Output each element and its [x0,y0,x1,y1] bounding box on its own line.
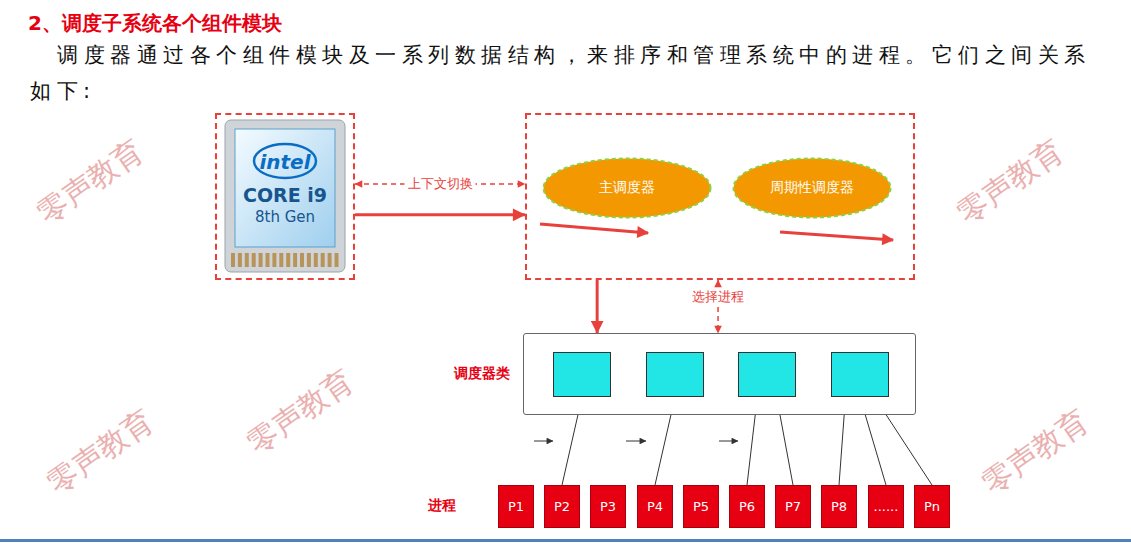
chip-marking: 8th Gen [255,208,315,226]
connector [534,441,553,442]
chip-marking: CORE i9 [243,182,327,208]
sched-class-item [646,352,704,397]
watermark: 零声教育 [40,401,162,503]
process-box: ...... [868,485,904,528]
process-box: P6 [729,485,765,528]
process-box: P3 [590,485,626,528]
connector [355,213,525,216]
footer-bar [0,539,1131,542]
node-label: 主调度器 [599,179,655,197]
node-label: ...... [874,499,899,514]
box-heading: 调度器类 [454,365,510,383]
scheduler-ellipse: 周期性调度器 [732,157,892,219]
node-label: P7 [785,499,801,514]
process-box: P4 [637,485,673,528]
connector [596,280,599,333]
watermark: 零声教育 [30,131,152,233]
node-label: P5 [693,499,709,514]
watermark: 零声教育 [975,401,1097,503]
process-box: P7 [775,485,811,528]
process-box: P2 [544,485,580,528]
node-label: Pn [924,499,940,514]
sched-class-item [831,352,889,397]
watermark: 零声教育 [240,361,362,463]
sched-class-item [553,352,611,397]
node-label: 周期性调度器 [770,179,854,197]
process-box: Pn [914,485,950,528]
process-box: P5 [683,485,719,528]
connector-label: 选择进程 [689,288,747,306]
node-label: P3 [600,499,616,514]
node-label: P4 [647,499,663,514]
row-heading: 进程 [428,497,456,515]
watermark: 零声教育 [950,131,1072,233]
flow-arrow [540,224,648,233]
sched-class-box: 调度器类 [523,333,916,415]
flow-arrow [780,232,893,240]
connector [719,441,738,442]
sched-class-item [738,352,796,397]
node-label: P8 [831,499,847,514]
scheduler-ellipse: 主调度器 [542,157,712,219]
section-title: 2、调度子系统各个组件模块 [28,10,282,37]
connector [626,441,646,442]
connector-label: 上下文切换 [405,175,476,193]
node-label: P2 [554,499,570,514]
intro-paragraph: 调度器通过各个组件模块及一系列数据结构，来排序和管理系统中的进程。它们之间关系如… [30,37,1110,109]
chip-marking: intel [259,148,310,176]
process-box: P8 [821,485,857,528]
node-label: P6 [739,499,755,514]
scheduler-group: 主调度器 周期性调度器 [525,113,915,280]
cpu-box: intelCORE i98th Gen [215,113,355,280]
process-box: P1 [498,485,534,528]
node-label: P1 [508,499,524,514]
